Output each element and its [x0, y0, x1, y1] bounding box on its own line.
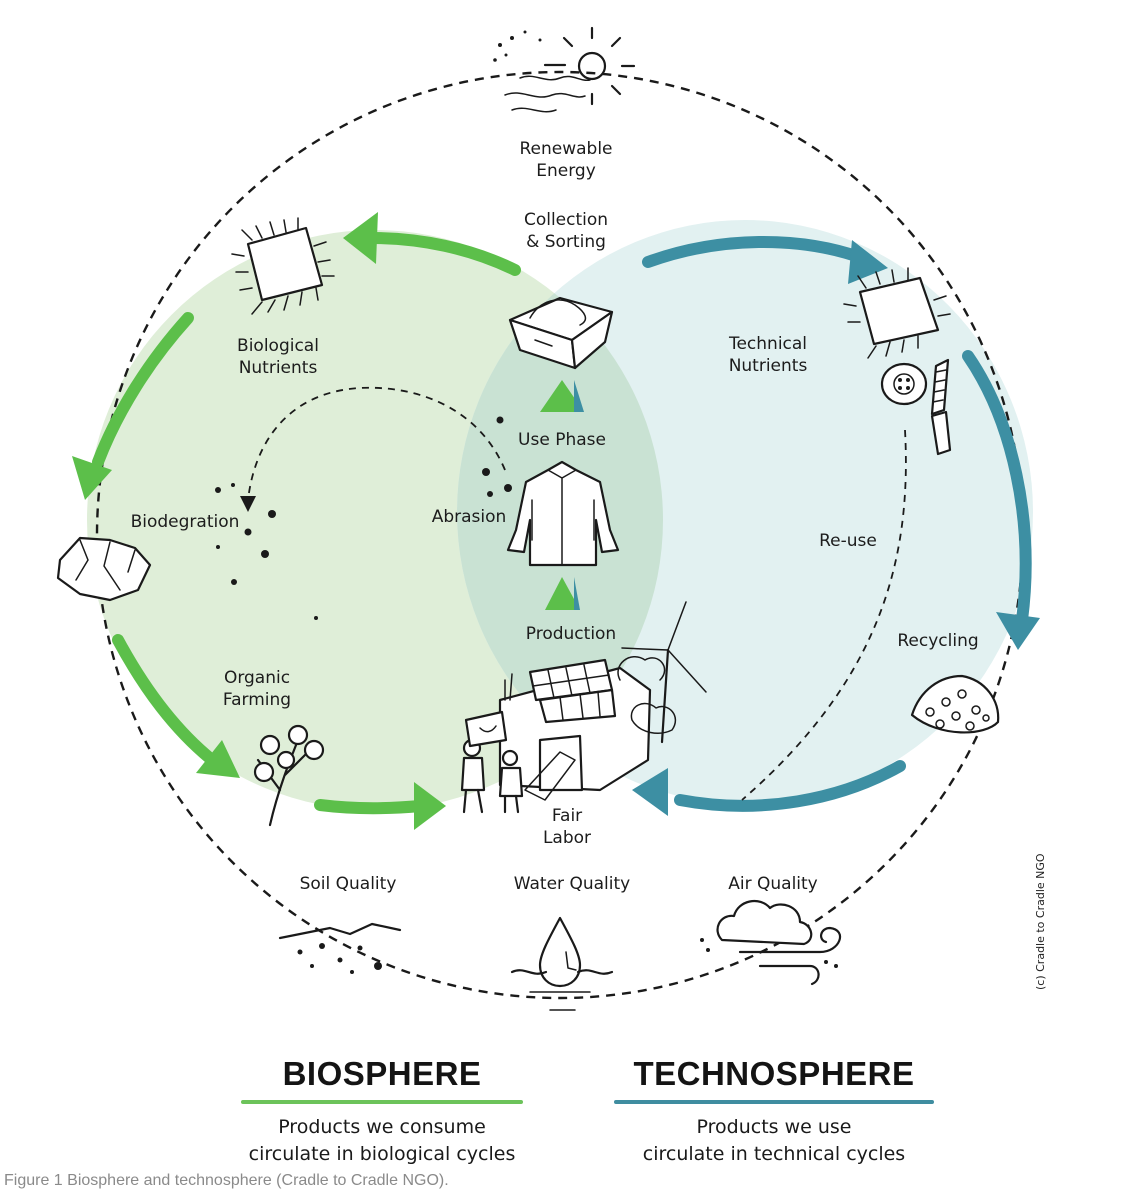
label-tech-nutrients: Nutrients	[729, 356, 808, 376]
cotton-plant-icon	[253, 724, 325, 827]
factory-icon	[498, 656, 666, 801]
label-soil-quality: Soil Quality	[300, 874, 397, 894]
biological-cycle-arrows	[72, 212, 584, 830]
recycling-pellets-icon	[910, 674, 1000, 734]
label-reuse: Re-use	[819, 531, 877, 551]
soil-icon	[278, 922, 402, 974]
figure-caption: Figure 1 Biosphere and technosphere (Cra…	[4, 1172, 449, 1189]
label-fair: Fair	[552, 806, 582, 826]
button-zipper-icon	[880, 358, 952, 456]
abrasion-dashed-arc	[247, 386, 506, 501]
tech-up-arrow-2	[574, 577, 580, 610]
label-air-quality: Air Quality	[728, 874, 818, 894]
label-collection: Collection	[524, 210, 608, 230]
label-energy: Energy	[536, 161, 596, 181]
overlap-region	[457, 230, 663, 804]
label-use-phase: Use Phase	[518, 430, 606, 450]
bio-up-arrow-1	[540, 380, 584, 412]
crumpled-material-icon	[56, 536, 152, 602]
legend-technosphere-rule	[614, 1100, 934, 1104]
technical-fabric-icon	[843, 267, 951, 359]
label-biodegration: Biodegration	[131, 512, 240, 532]
legend-technosphere-line2: circulate in technical cycles	[642, 1143, 906, 1165]
legend-technosphere-title: TECHNOSPHERE	[633, 1055, 915, 1092]
jacket-icon	[506, 460, 620, 567]
label-sorting: & Sorting	[526, 232, 606, 252]
biodegration-arrowhead	[240, 496, 256, 512]
label-bio-nutrients: Nutrients	[239, 358, 318, 378]
label-production: Production	[526, 624, 616, 644]
sun-icon	[493, 26, 636, 113]
legend-biosphere-rule	[241, 1100, 523, 1104]
biological-fabric-icon	[231, 217, 335, 315]
biodegration-dots	[215, 416, 512, 620]
water-drop-icon	[510, 916, 614, 1011]
tech-up-arrow-1	[574, 380, 584, 412]
label-water-quality: Water Quality	[514, 874, 630, 894]
workers-icon	[460, 710, 524, 814]
label-technical: Technical	[728, 334, 807, 354]
label-biological: Biological	[237, 336, 319, 356]
technical-cycle-arrows	[574, 235, 1040, 816]
copyright-note: (c) Cradle to Cradle NGO	[1034, 853, 1047, 990]
legend-biosphere-title: BIOSPHERE	[282, 1055, 482, 1092]
label-abrasion: Abrasion	[432, 507, 507, 527]
legend-technosphere: TECHNOSPHERE Products we use circulate i…	[604, 1056, 944, 1168]
air-cloud-icon	[700, 899, 842, 986]
label-organic: Organic	[224, 668, 290, 688]
label-labor: Labor	[543, 828, 591, 848]
label-renewable: Renewable	[519, 139, 612, 159]
wind-turbine-icon	[621, 601, 707, 744]
bio-up-arrow-2	[545, 577, 580, 610]
collection-box-icon	[508, 296, 614, 370]
label-recycling: Recycling	[897, 631, 978, 651]
legend-biosphere-line2: circulate in biological cycles	[248, 1143, 516, 1165]
reuse-dashed-line	[741, 429, 907, 801]
legend-biosphere-line1: Products we consume	[278, 1116, 486, 1138]
legend-biosphere: BIOSPHERE Products we consume circulate …	[222, 1056, 542, 1168]
legend-technosphere-line1: Products we use	[696, 1116, 852, 1138]
label-farming: Farming	[223, 690, 291, 710]
cycle-diagram: Renewable Energy Collection & Sorting Bi…	[56, 26, 1040, 1011]
diagram-labels: Renewable Energy Collection & Sorting Bi…	[131, 139, 979, 894]
